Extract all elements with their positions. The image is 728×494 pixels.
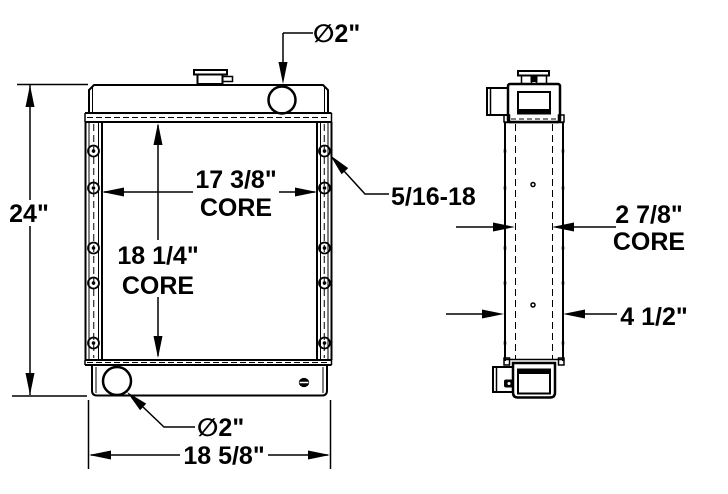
- dimension-overall-height: 24": [9, 83, 88, 397]
- bottom-header-plate: [84, 359, 333, 366]
- arrowhead-left-icon: [102, 187, 124, 197]
- mounting-bolts-left: [87, 144, 100, 350]
- arrowhead-left-icon: [552, 222, 574, 232]
- dimensions: 24" 17 3/8" CORE 18 1/4" CORE: [9, 20, 688, 470]
- filler-cap-side: [517, 70, 550, 85]
- dimension-label: CORE: [200, 194, 272, 222]
- dimension-overall-width: 18 5/8": [87, 400, 332, 470]
- dimension-label: 18 5/8": [183, 442, 264, 470]
- drain-plug: [298, 377, 310, 388]
- dimension-core-depth: 2 7/8" CORE: [456, 201, 685, 256]
- arrowhead-right-icon: [295, 187, 317, 197]
- bottom-outlet-pipe-side: [492, 366, 514, 393]
- bottom-tank: [91, 365, 328, 397]
- dimension-label: CORE: [122, 272, 194, 300]
- bottom-tank-side: [503, 357, 565, 399]
- dimension-label: 18 1/4": [117, 242, 198, 270]
- leader-line: [343, 170, 389, 195]
- center-dot-lower: [530, 302, 536, 308]
- dimension-core-height: 18 1/4" CORE: [117, 123, 199, 358]
- side-channel-left: [84, 122, 103, 360]
- top-inlet-pipe-side: [486, 87, 509, 116]
- top-header-plate: [84, 112, 333, 123]
- arrowhead-up-icon: [25, 85, 35, 107]
- leader-line: [142, 406, 195, 428]
- bottom-outlet-port-circle: [101, 365, 133, 397]
- arrowhead-down-icon: [153, 336, 163, 358]
- dimension-label: 17 3/8": [195, 166, 276, 194]
- drain-petcock-side: [504, 379, 514, 388]
- arrowhead-upleft-icon: [330, 155, 349, 175]
- dimension-core-width: 17 3/8" CORE: [102, 166, 317, 222]
- dimension-label: 4 1/2": [620, 303, 687, 331]
- dimension-label: 2 7/8": [615, 201, 682, 229]
- center-dot-upper: [530, 181, 536, 188]
- callout-top-inlet-diameter: ∅2": [278, 20, 360, 84]
- arrowhead-upleft-icon: [127, 392, 147, 411]
- front-view: [84, 69, 333, 397]
- arrowhead-left-icon: [89, 450, 111, 460]
- top-tank: [88, 84, 329, 113]
- dimension-overall-depth: 4 1/2": [446, 303, 688, 331]
- arrowhead-down-icon: [25, 373, 35, 395]
- arrowhead-right-icon: [482, 309, 504, 319]
- bolt-marks-side: [503, 147, 565, 347]
- dimension-label: 24": [9, 200, 49, 228]
- callout-bottom-outlet-diameter: ∅2": [127, 392, 244, 442]
- top-tank-side: [503, 82, 565, 124]
- callout-label: ∅2": [313, 20, 360, 48]
- arrowhead-right-icon: [493, 222, 515, 232]
- arrowhead-left-icon: [563, 309, 585, 319]
- arrowhead-up-icon: [153, 123, 163, 145]
- side-channel-right: [316, 122, 333, 360]
- top-inlet-port-circle: [267, 85, 297, 115]
- mounting-bolts-right: [318, 144, 331, 350]
- callout-label: ∅2": [197, 414, 244, 442]
- core-column-side: [504, 121, 564, 361]
- side-view: [486, 70, 565, 399]
- callout-mounting-bolt-thread: 5/16-18: [330, 155, 476, 211]
- dimension-label: CORE: [613, 228, 685, 256]
- filler-cap: [193, 69, 234, 85]
- callout-label: 5/16-18: [391, 183, 476, 211]
- arrowhead-right-icon: [308, 450, 330, 460]
- arrowhead-down-icon: [278, 62, 288, 84]
